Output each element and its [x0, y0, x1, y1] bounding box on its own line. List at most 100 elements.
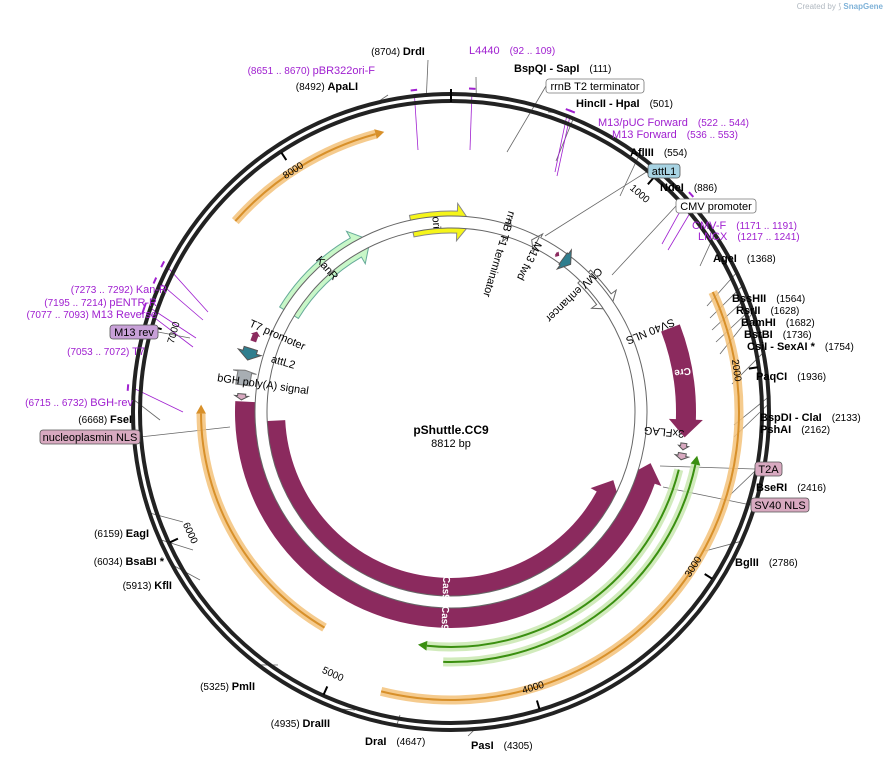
primer-m13-rev[interactable]: (7077 .. 7093) M13 Reverse: [27, 309, 157, 321]
restriction-site-afliii[interactable]: AflIII(554): [630, 147, 687, 159]
backbone-inner-ring: [138, 99, 764, 725]
primer-tick: [141, 307, 146, 315]
restriction-site-bamhi[interactable]: BamHI(1682): [741, 317, 815, 329]
primer-m13-puc[interactable]: M13/pUC Forward(522 .. 544): [598, 117, 749, 129]
restriction-site-bseri[interactable]: BseRI(2416): [756, 482, 826, 494]
primer-pentr-r[interactable]: (7195 .. 7214) pENTR-R: [44, 297, 157, 309]
restriction-site-apali[interactable]: (8492) ApaLI: [296, 81, 358, 93]
site-text: NdeI(886): [660, 182, 717, 194]
site-text: PaqCI(1936): [756, 371, 826, 383]
site-name: BspQI: [514, 63, 546, 75]
primer-lncx[interactable]: LNCX(1217 .. 1241): [698, 231, 800, 243]
site-name: PaqCI: [756, 371, 787, 383]
primer-name: L4440: [469, 45, 500, 57]
label-box: [754, 461, 783, 477]
t7-promoter-mark: [250, 331, 261, 343]
primer-m13-fwd[interactable]: M13 Forward(536 .. 553): [612, 129, 738, 141]
site-position: (4305): [504, 741, 533, 752]
restriction-site-paqci[interactable]: PaqCI(1936): [756, 371, 826, 383]
leader-line: [506, 85, 547, 153]
restriction-site-bspqi[interactable]: BspQI - SapI(111): [514, 63, 611, 75]
tick-label: 7000: [166, 320, 183, 345]
tick-label: 5000: [320, 665, 345, 684]
restriction-site-bstbi[interactable]: BstBI (1736): [744, 329, 812, 341]
restriction-site-pshai[interactable]: PshAI(2162): [760, 424, 830, 436]
restriction-site-bspdi[interactable]: BspDI - ClaI(2133): [760, 412, 861, 424]
site-name: BssHII: [732, 293, 766, 305]
boxed-label-nucleoplasmin-nls[interactable]: nucleoplasmin NLS: [39, 429, 141, 445]
sv40-nls-mark: [673, 451, 691, 461]
site-position: (1736): [783, 330, 812, 341]
restriction-site-kfli[interactable]: (5913) KflI: [123, 580, 172, 592]
primer-pbr322[interactable]: (8651 .. 8670) pBR322ori-F: [248, 65, 376, 77]
site-name: BglII: [735, 557, 759, 569]
restriction-site-bglii[interactable]: BglII (2786): [735, 557, 798, 569]
site-text: BspQI - SapI(111): [514, 63, 611, 75]
primer-text: (6715 .. 6732) BGH-rev: [25, 397, 133, 409]
primer-position: (7273 .. 7292): [71, 285, 136, 296]
primer-position: (7195 .. 7214): [44, 298, 109, 309]
site-position: (1368): [747, 254, 776, 265]
site-text: PasI(4305): [471, 740, 533, 752]
boxed-label-attl1[interactable]: attL1: [647, 163, 681, 179]
boxed-label-cmv-promoter[interactable]: CMV promoter: [675, 198, 757, 214]
primer-bgh-rev[interactable]: (6715 .. 6732) BGH-rev: [25, 397, 133, 409]
primer-tick: [160, 260, 166, 268]
site-position: (6034): [94, 557, 126, 568]
site-name-2: SexAI *: [777, 341, 816, 353]
restriction-site-drdi[interactable]: (8704) DrdI: [371, 46, 425, 58]
restriction-site-hincii[interactable]: HincII - HpaI(501): [576, 98, 673, 110]
site-text: BstBI (1736): [744, 329, 812, 341]
boxed-label-m13-rev-box[interactable]: M13 rev: [109, 324, 159, 340]
leader-line: [148, 512, 184, 523]
boxed-label-text: attL1: [652, 166, 676, 178]
restriction-site-bsshii[interactable]: BssHII(1564): [732, 293, 805, 305]
primer-cmv-f[interactable]: CMV-F(1171 .. 1191): [692, 220, 797, 232]
label-box: [39, 429, 141, 445]
primer-name: M13/pUC Forward: [598, 117, 688, 129]
green-arrowhead-inner: [417, 640, 428, 651]
site-text: (5913) KflI: [123, 580, 172, 592]
boxed-label-t2a[interactable]: T2A: [754, 461, 783, 477]
site-name: BspDI: [760, 412, 792, 424]
boxed-label-sv40-nls[interactable]: SV40 NLS: [750, 497, 810, 513]
site-position: (2786): [769, 558, 798, 569]
restriction-site-rsrii[interactable]: RsrII(1628): [736, 305, 799, 317]
site-name: EagI: [126, 528, 149, 540]
plasmid-name: pShuttle.CC9: [413, 423, 489, 437]
primer-tick: [410, 88, 418, 92]
restriction-site-draiii[interactable]: (4935) DraIII: [271, 718, 330, 730]
site-name: BstBI: [744, 329, 773, 341]
restriction-site-agei[interactable]: AgeI(1368): [713, 253, 776, 265]
restriction-site-bsabi[interactable]: (6034) BsaBI *: [94, 556, 165, 568]
leader-line: [157, 331, 191, 339]
orange-arrowhead-left: [196, 404, 206, 414]
site-text: (8492) ApaLI: [296, 81, 358, 93]
site-position: (8492): [296, 82, 328, 93]
primer-t7[interactable]: (7053 .. 7072) T7: [67, 346, 145, 358]
boxed-label-rrnb-t2-terminator[interactable]: rrnB T2 terminator: [545, 78, 645, 94]
primer-l4440[interactable]: L4440(92 .. 109): [469, 45, 555, 57]
leader-line: [426, 59, 429, 94]
restriction-site-pasi[interactable]: PasI(4305): [471, 740, 533, 752]
site-separator: -: [792, 412, 802, 424]
primer-text: LNCX(1217 .. 1241): [698, 231, 800, 243]
restriction-site-pmli[interactable]: (5325) PmlI: [200, 681, 255, 693]
primer-position: (536 .. 553): [687, 130, 738, 141]
restriction-site-fsei[interactable]: (6668) FseI: [78, 414, 132, 426]
attl2-teal-arrow: [236, 345, 263, 361]
primer-name: BGH-rev: [90, 397, 133, 409]
primer-text: (7077 .. 7093) M13 Reverse: [27, 309, 157, 321]
primer-name: pBR322ori-F: [313, 65, 376, 77]
primer-text: (7273 .. 7292) Kan-R: [71, 284, 167, 296]
restriction-site-csii[interactable]: CsiI - SexAI *(1754): [747, 341, 854, 353]
restriction-site-ndei[interactable]: NdeI(886): [660, 182, 717, 194]
restriction-site-eagi[interactable]: (6159) EagI: [94, 528, 149, 540]
plasmid-length: 8812 bp: [431, 438, 471, 450]
site-separator: -: [546, 63, 556, 75]
site-name: CsiI: [747, 341, 767, 353]
restriction-site-drai[interactable]: DraI(4647): [365, 736, 425, 748]
primer-kan-r[interactable]: (7273 .. 7292) Kan-R: [71, 284, 167, 296]
cas9-outer-label: Cas9: [438, 606, 450, 631]
cas9-inner-arrow: [265, 420, 621, 599]
